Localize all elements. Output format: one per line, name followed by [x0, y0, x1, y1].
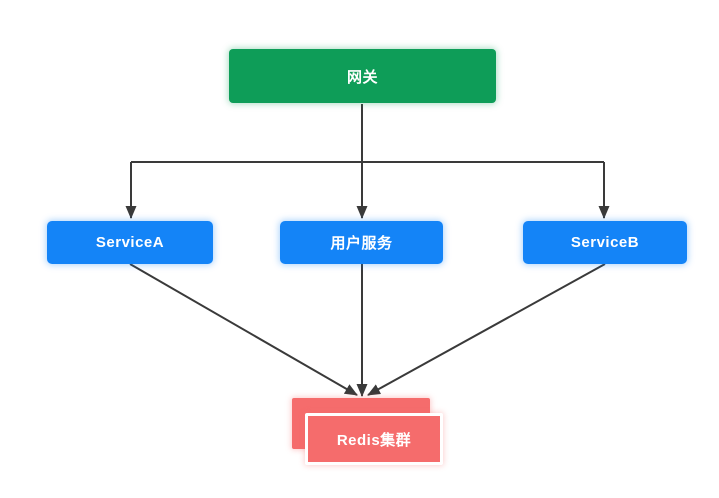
node-service-b-label: ServiceB — [570, 234, 640, 251]
node-redis-cluster: Redis集群 — [305, 413, 443, 465]
node-service-a: ServiceA — [47, 221, 213, 264]
node-service-b: ServiceB — [523, 221, 687, 264]
node-gateway-label: 网关 — [346, 68, 378, 86]
node-user-service-label: 用户服务 — [330, 235, 393, 252]
edge-service-b-to-redis — [367, 263, 606, 396]
node-redis-cluster-label: Redis集群 — [336, 431, 412, 449]
node-user-service: 用户服务 — [280, 221, 443, 264]
node-service-a-label: ServiceA — [95, 234, 165, 251]
node-gateway: 网关 — [229, 49, 496, 103]
edge-service-a-to-redis — [129, 263, 358, 396]
